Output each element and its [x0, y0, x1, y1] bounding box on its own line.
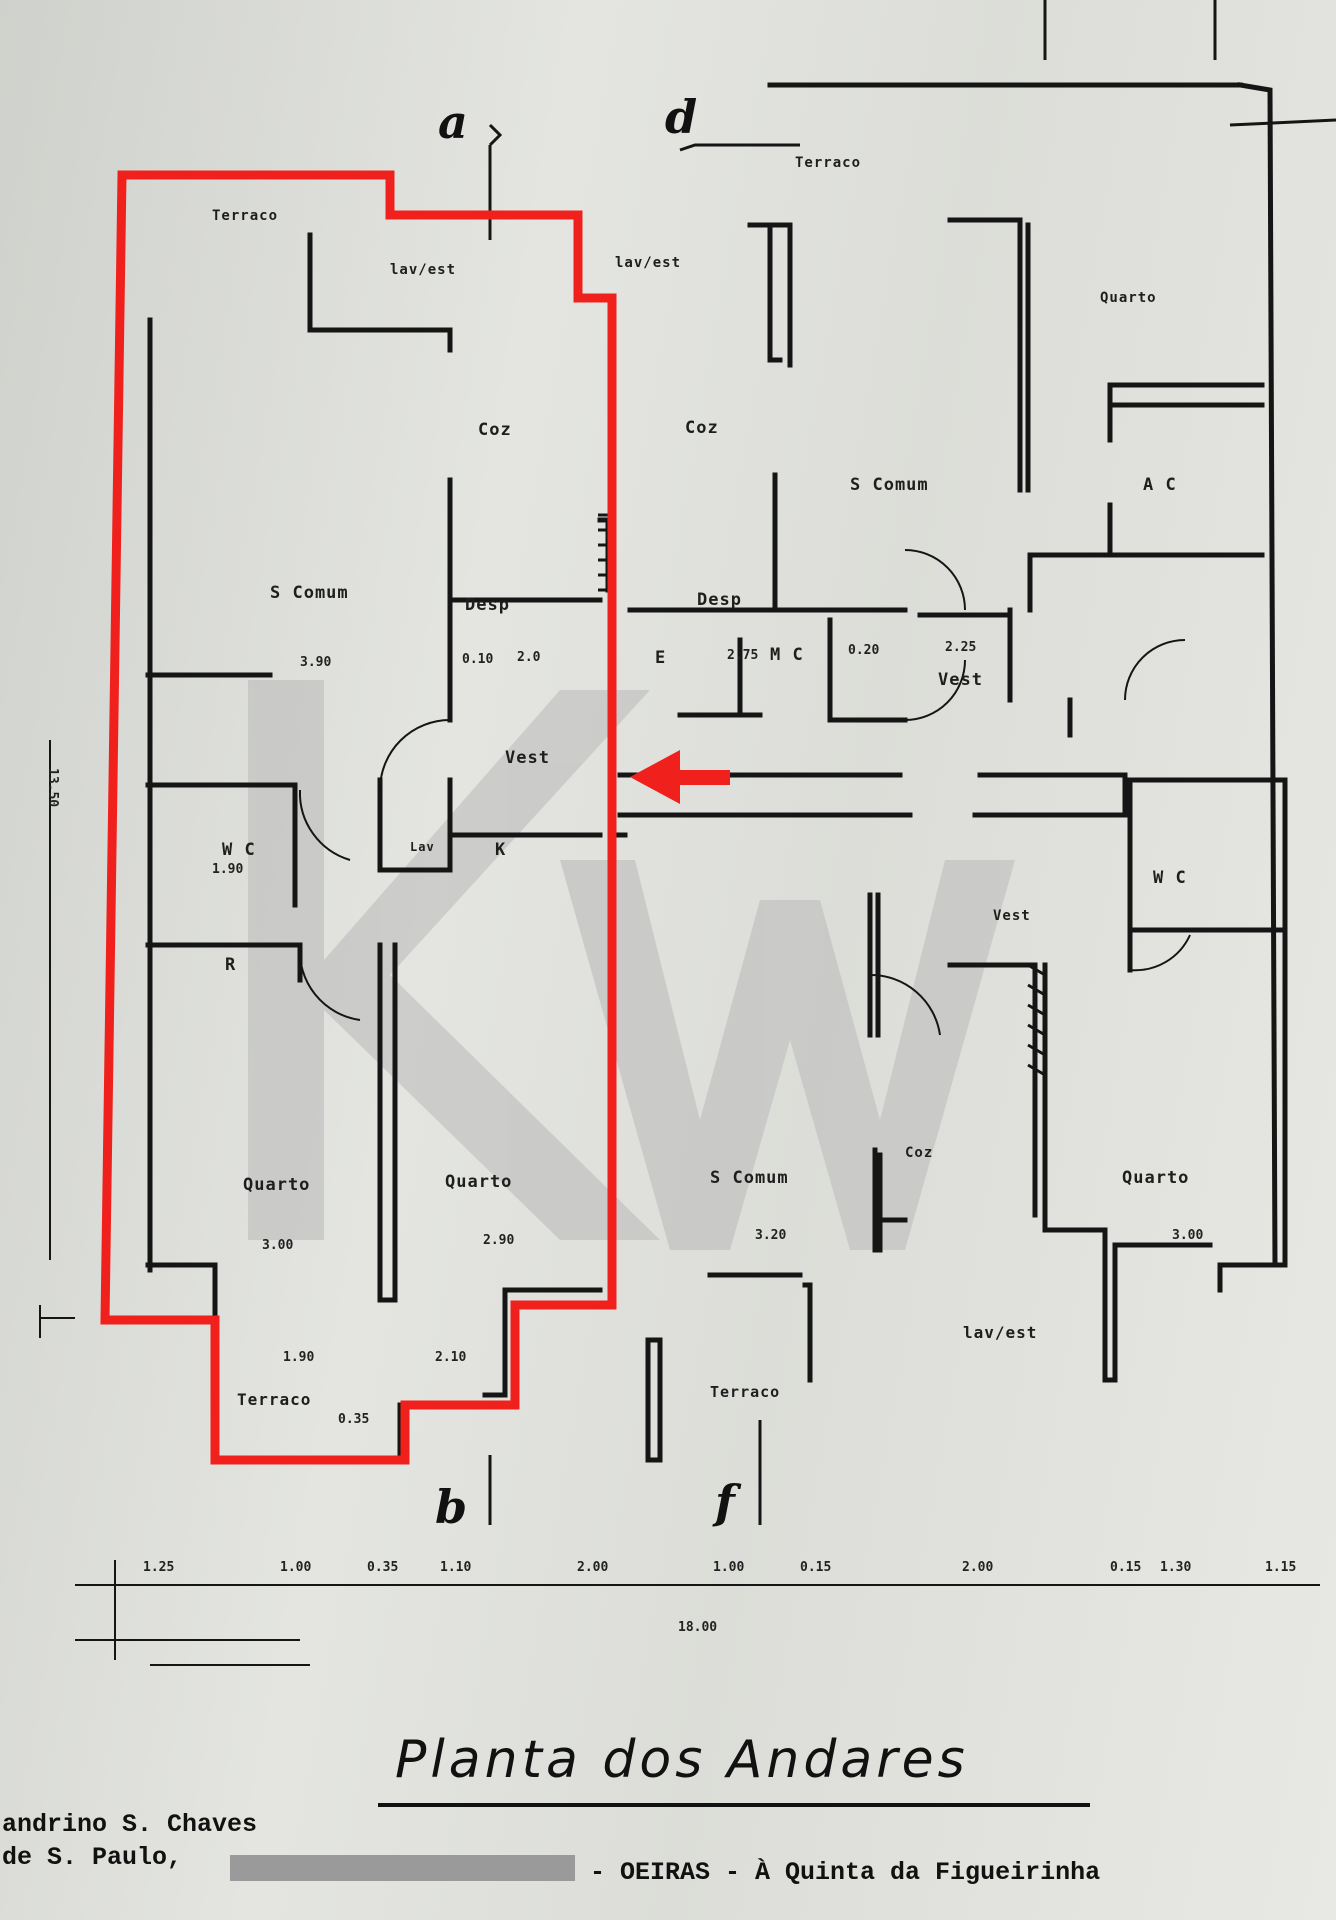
bottom-dim-7: 0.15 [800, 1560, 832, 1575]
dim-190-b: 1.90 [283, 1350, 315, 1365]
door-swings [298, 549, 1191, 1036]
room-terraco-top-left: Terraco [212, 208, 279, 224]
bottom-dim-5: 2.00 [577, 1560, 609, 1575]
bottom-dim-1: 1.25 [143, 1560, 175, 1575]
dim-020: 0.20 [848, 643, 880, 658]
room-vest-left: Vest [505, 748, 550, 768]
room-coz-mid: Coz [685, 418, 719, 438]
room-vest-lower: Vest [993, 908, 1031, 924]
dim-390: 3.90 [300, 655, 332, 670]
dim-320: 3.20 [755, 1228, 787, 1243]
bottom-dim-4: 1.10 [440, 1560, 472, 1575]
dim-20: 2.0 [517, 650, 541, 665]
dim-190: 1.90 [212, 862, 244, 877]
room-coz-lower: Coz [905, 1145, 934, 1161]
section-a-label: a [438, 95, 468, 149]
dim-225: 2.25 [945, 640, 977, 655]
dimension-lines [39, 740, 1320, 1666]
redacted-address [230, 1855, 575, 1881]
room-mc: M C [770, 645, 804, 665]
dim-1350: 13.50 [45, 768, 60, 808]
room-coz-left: Coz [478, 420, 512, 440]
bottom-dim-9: 0.15 [1110, 1560, 1142, 1575]
section-markers [488, 0, 1336, 1525]
room-quarto-top-right: Quarto [1100, 290, 1157, 306]
section-b-label: b [435, 1480, 468, 1534]
title-underline [378, 1803, 1090, 1807]
room-k: K [495, 840, 507, 860]
room-lav: Lav [410, 840, 435, 854]
bottom-dim-3: 0.35 [367, 1560, 399, 1575]
walls [145, 82, 1288, 1463]
room-s-comum-top-right: S Comum [850, 475, 929, 495]
bottom-dim-8: 2.00 [962, 1560, 994, 1575]
room-e: E [655, 648, 667, 668]
room-desp-left: Desp [465, 595, 510, 615]
room-lav-est-bottom: lav/est [963, 1323, 1038, 1342]
bottom-dim-10: 1.30 [1160, 1560, 1192, 1575]
room-terraco-bottom-mid: Terraco [710, 1383, 781, 1401]
dim-300-b: 3.00 [1172, 1228, 1204, 1243]
dim-010: 0.10 [462, 652, 494, 667]
bottom-dim-6: 1.00 [713, 1560, 745, 1575]
total-width-dim: 18.00 [678, 1620, 718, 1635]
entrance-arrow [630, 750, 730, 804]
room-lav-est-2: lav/est [615, 255, 682, 271]
room-desp-mid: Desp [697, 590, 742, 610]
plan-title: Planta dos Andares [395, 1730, 969, 1790]
footer-line-2-end: - OEIRAS - À Quinta da Figueirinha [590, 1858, 1101, 1887]
room-ac: A C [1143, 475, 1177, 495]
bottom-dim-11: 1.15 [1265, 1560, 1297, 1575]
room-lav-est-1: lav/est [390, 262, 457, 278]
room-quarto-lower-right: Quarto [1122, 1168, 1190, 1188]
bottom-dim-2: 1.00 [280, 1560, 312, 1575]
room-quarto-1: Quarto [243, 1175, 311, 1195]
section-f-label: f [715, 1475, 735, 1529]
room-wc-right: W C [1153, 868, 1187, 888]
dim-275: 2.75 [727, 648, 759, 663]
room-r: R [225, 955, 237, 975]
dim-210: 2.10 [435, 1350, 467, 1365]
dim-035: 0.35 [338, 1412, 370, 1427]
room-quarto-2: Quarto [445, 1172, 513, 1192]
highlighted-apartment [100, 170, 617, 1465]
room-wc-left: W C [222, 840, 256, 860]
room-vest-right: Vest [938, 670, 983, 690]
footer-line-1: andrino S. Chaves [2, 1810, 258, 1839]
dim-290: 2.90 [483, 1233, 515, 1248]
room-terraco-bottom-left: Terraco [237, 1390, 312, 1409]
room-s-comum-lower: S Comum [710, 1168, 789, 1188]
room-s-comum-left: S Comum [270, 583, 349, 603]
footer-line-2-start: de S. Paulo, [2, 1843, 183, 1872]
dim-300-a: 3.00 [262, 1238, 294, 1253]
room-terraco-top-right: Terraco [795, 155, 862, 171]
section-d-label: d [665, 90, 698, 144]
